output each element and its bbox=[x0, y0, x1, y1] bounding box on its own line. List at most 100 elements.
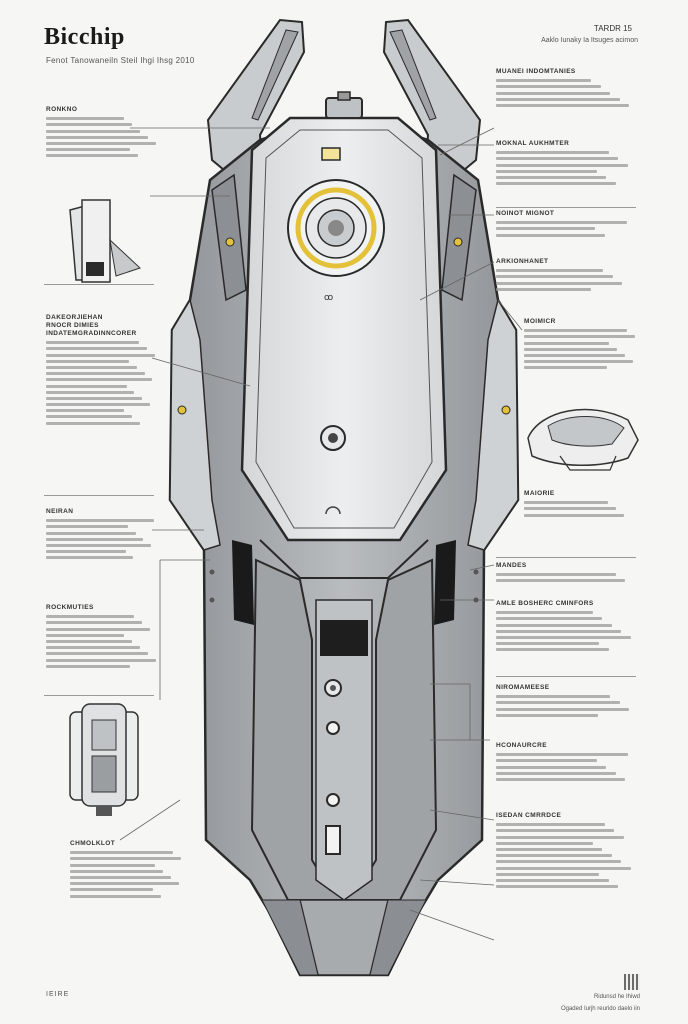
note-text-line bbox=[496, 157, 619, 161]
note-text-line bbox=[70, 857, 181, 861]
right-note-7: MANDES bbox=[496, 562, 632, 586]
note-heading: ISEDAN CMRRDCE bbox=[496, 812, 562, 819]
note-text-line bbox=[496, 823, 605, 827]
note-heading: CHMOLKLOT bbox=[70, 840, 116, 847]
note-text-line bbox=[496, 623, 612, 627]
rule bbox=[496, 676, 636, 677]
note-text-line bbox=[46, 531, 136, 535]
footer-caption-2: Ogaded Iurjh reurido daelo iin bbox=[560, 1006, 640, 1012]
note-text-line bbox=[496, 765, 607, 769]
note-text-line bbox=[46, 135, 148, 139]
note-text-line bbox=[46, 652, 148, 656]
left-note-3: NEIRAN bbox=[46, 508, 158, 563]
right-note-11: ISEDAN CMRRDCE bbox=[496, 812, 632, 891]
right-note-3: NOINOT MIGNOT bbox=[496, 210, 632, 240]
note-text-line bbox=[496, 629, 622, 633]
note-text-line bbox=[496, 866, 631, 870]
note-text-line bbox=[46, 627, 151, 631]
right-note-10: HCONAURCRE bbox=[496, 742, 632, 784]
note-text-line bbox=[524, 341, 610, 345]
note-text-line bbox=[46, 556, 134, 560]
note-text-line bbox=[46, 550, 126, 554]
note-text-line bbox=[46, 664, 130, 668]
note-text-line bbox=[46, 378, 153, 382]
note-text-line bbox=[46, 403, 151, 407]
note-text-line bbox=[496, 269, 604, 273]
right-note-2: MOKNAL AUKHMTER bbox=[496, 140, 632, 188]
note-text-line bbox=[496, 753, 628, 757]
note-text-line bbox=[524, 366, 607, 370]
note-text-line bbox=[496, 611, 593, 615]
svg-text:ꝏ: ꝏ bbox=[324, 293, 333, 303]
note-text-line bbox=[496, 759, 597, 763]
note-heading: MOIMICR bbox=[524, 318, 556, 325]
rule bbox=[44, 695, 154, 696]
note-heading: HCONAURCRE bbox=[496, 742, 547, 749]
note-text-line bbox=[524, 513, 624, 517]
note-text-line bbox=[46, 396, 143, 400]
note-text-line bbox=[46, 390, 135, 394]
right-note-9: NIROMAMEESE bbox=[496, 684, 632, 720]
note-text-line bbox=[496, 103, 630, 107]
note-text-line bbox=[524, 329, 628, 333]
note-text-line bbox=[70, 888, 153, 892]
note-heading: ROCKMUTIES bbox=[46, 604, 94, 611]
note-text-line bbox=[46, 409, 125, 413]
note-text-line bbox=[496, 847, 603, 851]
note-text-line bbox=[496, 91, 611, 95]
note-text-line bbox=[524, 335, 635, 339]
note-text-line bbox=[46, 353, 155, 357]
left-note-1: RONKNO bbox=[46, 106, 158, 161]
qr-code bbox=[624, 974, 640, 990]
note-text-line bbox=[46, 154, 138, 158]
note-heading: MOKNAL AUKHMTER bbox=[496, 140, 570, 147]
note-text-line bbox=[496, 642, 600, 646]
note-text-line bbox=[46, 615, 135, 619]
note-text-line bbox=[496, 97, 620, 101]
note-text-line bbox=[70, 882, 179, 886]
note-text-line bbox=[46, 537, 144, 541]
note-text-line bbox=[46, 365, 137, 369]
note-text-line bbox=[496, 835, 624, 839]
note-text-line bbox=[524, 507, 616, 511]
note-text-line bbox=[46, 415, 133, 419]
note-text-line bbox=[46, 646, 141, 650]
note-text-line bbox=[46, 359, 129, 363]
note-text-line bbox=[496, 163, 628, 167]
note-text-line bbox=[46, 384, 127, 388]
page-subtitle: Fenot Tanowaneiln Steil Ihgi Ihsg 2010 bbox=[46, 56, 195, 65]
note-heading: NIROMAMEESE bbox=[496, 684, 550, 691]
note-text-line bbox=[46, 633, 125, 637]
note-text-line bbox=[496, 829, 615, 833]
note-heading: ARKIONHANET bbox=[496, 258, 549, 265]
note-heading: MUANEI INDOMTANIES bbox=[496, 68, 576, 75]
note-text-line bbox=[524, 501, 608, 505]
note-text-line bbox=[496, 85, 601, 89]
note-heading: NEIRAN bbox=[46, 508, 74, 515]
sheet-number: TARDR 15 bbox=[593, 24, 632, 33]
note-text-line bbox=[496, 175, 607, 179]
sheet-caption: Aaklo Iunaky Ia Itsuges acimon bbox=[541, 37, 638, 44]
inset-module bbox=[69, 703, 139, 816]
note-text-line bbox=[496, 287, 592, 291]
right-note-1: MUANEI INDOMTANIES bbox=[496, 68, 632, 110]
note-text-line bbox=[496, 707, 630, 711]
note-text-line bbox=[70, 875, 171, 879]
rule bbox=[44, 495, 154, 496]
footer-label: IEIRE bbox=[46, 991, 70, 998]
note-text-line bbox=[46, 525, 128, 529]
note-text-line bbox=[496, 233, 605, 237]
note-text-line bbox=[46, 372, 145, 376]
note-text-line bbox=[496, 227, 596, 231]
note-heading: NOINOT MIGNOT bbox=[496, 210, 555, 217]
note-text-line bbox=[496, 872, 600, 876]
note-text-line bbox=[524, 353, 625, 357]
note-text-line bbox=[46, 117, 125, 121]
note-text-line bbox=[46, 421, 141, 425]
note-text-line bbox=[496, 169, 597, 173]
note-text-line bbox=[496, 771, 616, 775]
note-text-line bbox=[496, 854, 612, 858]
rule bbox=[496, 557, 636, 558]
